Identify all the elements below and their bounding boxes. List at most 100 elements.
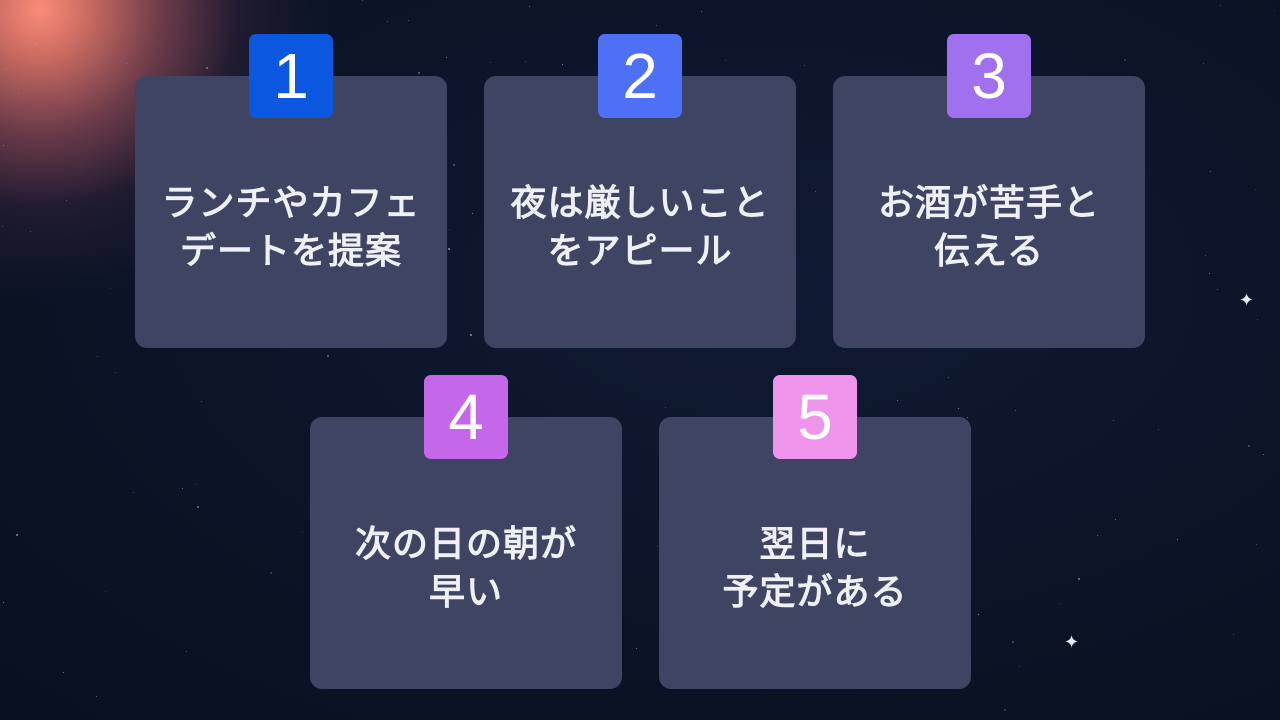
star-dot [490,62,491,63]
tip-text: 翌日に 予定がある [659,521,971,617]
star-dot [186,651,187,652]
star-dot [1004,709,1006,711]
star-dot [1220,5,1221,6]
star-dot [1205,255,1206,256]
star-dot [967,417,968,418]
star-dot [3,145,4,146]
star-dot [9,13,10,14]
star-dot [1263,454,1264,455]
star-dot [1060,603,1061,604]
star-dot [302,532,303,533]
tip-text: 次の日の朝が 早い [310,521,622,617]
star-dot [110,288,111,289]
star-dot [18,93,19,94]
star-dot [1248,445,1250,447]
star-dot [182,488,183,489]
star-dot [1019,666,1020,667]
tip-text-line: 伝える [934,231,1044,272]
star-dot [562,64,563,65]
star-dot [2,226,3,227]
star-dot [47,58,48,59]
tip-text-line: 早い [428,572,503,613]
tip-text-line: ランチやカフェ [161,183,421,224]
star-dot [843,351,844,352]
tip-text-line: 次の日の朝が [354,524,577,565]
star-dot [1203,63,1204,64]
star-dot [1124,59,1126,61]
star-dot [3,602,4,603]
star-dot [1015,410,1016,411]
star-dot [1257,319,1258,320]
star-dot [1012,641,1014,643]
number-badge-5: 5 [773,375,857,459]
star-dot [1274,10,1275,11]
star-dot [1113,420,1114,421]
star-dot [1256,544,1257,545]
tip-text-line: をアピール [547,231,733,272]
star-dot [446,57,447,58]
star-dot [201,401,202,402]
star-dot [1233,634,1234,635]
star-dot [815,191,816,192]
star-dot [529,6,530,7]
star-dot [30,231,31,232]
sparkle-icon: ✦ [1064,632,1080,653]
star-dot [408,20,409,21]
star-dot [978,614,979,615]
sparkle-icon: ✦ [1239,290,1255,311]
tip-text-line: デートを提案 [179,231,402,272]
star-dot [16,534,18,536]
tip-card-5: 翌日に 予定がある [659,417,971,689]
star-dot [1097,535,1098,536]
star-dot [1217,289,1218,290]
star-dot [97,356,98,357]
star-dot [657,546,658,547]
star-dot [1255,189,1256,190]
star-dot [636,648,637,649]
star-dot [327,355,329,357]
star-dot [96,696,97,697]
star-dot [1078,578,1080,580]
tip-text-line: 予定がある [722,572,908,613]
star-dot [948,377,949,378]
tip-text: お酒が苦手と 伝える [833,180,1145,276]
number-badge-2: 2 [598,34,682,118]
tip-text-line: 翌日に [759,524,871,565]
tip-text-line: お酒が苦手と [877,183,1100,224]
star-dot [448,248,450,250]
star-dot [725,60,726,61]
star-dot [449,229,450,230]
number-badge-1: 1 [249,34,333,118]
star-dot [701,11,702,12]
star-dot [453,164,455,166]
star-dot [197,506,199,508]
tip-card-3: お酒が苦手と 伝える [833,76,1145,348]
star-dot [196,484,197,485]
star-dot [270,572,272,574]
star-dot [525,61,526,62]
star-dot [1209,273,1210,274]
star-dot [105,591,106,592]
star-dot [126,63,127,64]
star-dot [665,407,666,408]
star-dot [66,200,67,201]
star-dot [35,43,36,44]
star-dot [206,67,208,69]
star-dot [656,25,657,26]
star-dot [1210,171,1211,172]
number-badge-4: 4 [424,375,508,459]
star-dot [472,213,473,214]
number-badge-3: 3 [947,34,1031,118]
star-dot [897,400,898,401]
star-dot [6,68,7,69]
star-dot [387,21,388,22]
star-dot [115,372,116,373]
star-dot [470,334,472,336]
tip-text-line: 夜は厳しいこと [510,183,770,224]
tip-text: ランチやカフェ デートを提案 [135,180,447,276]
star-dot [63,672,64,673]
star-dot [958,408,959,409]
star-dot [362,0,363,1]
tip-card-4: 次の日の朝が 早い [310,417,622,689]
tip-card-2: 夜は厳しいこと をアピール [484,76,796,348]
